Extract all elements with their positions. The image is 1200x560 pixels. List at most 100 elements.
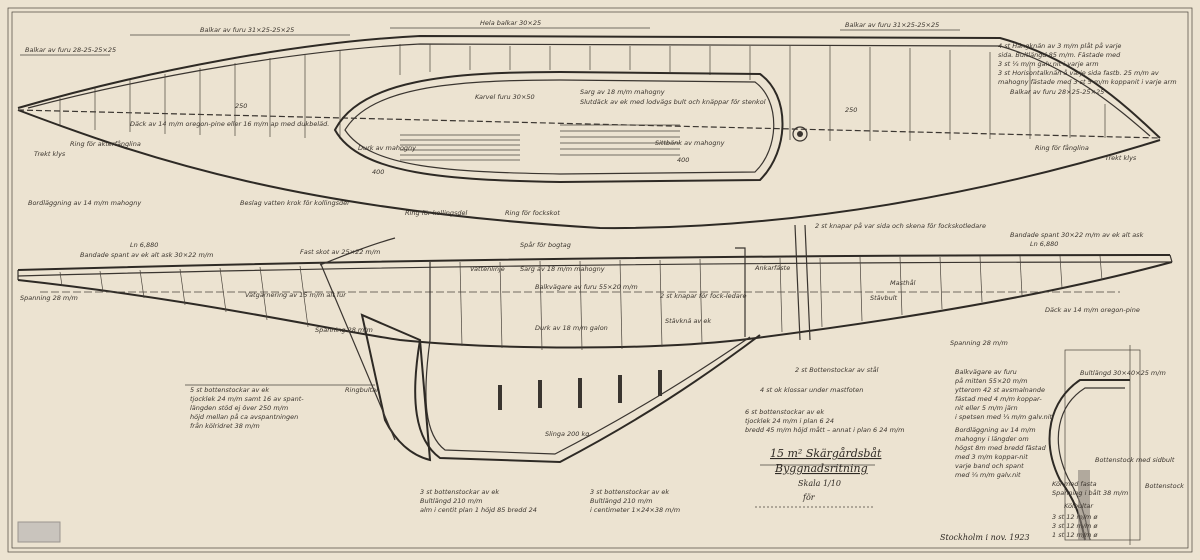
archive-stamp: [17, 521, 61, 543]
label-coaming: Sarg av 18 m/m mahogny: [580, 88, 665, 96]
mast-hole: [792, 126, 808, 142]
drawing-title: 15 m² Skärgårdsbåt: [770, 447, 882, 460]
annotation-text: Ln 6,880: [1030, 240, 1058, 248]
section-keel: [1078, 470, 1090, 540]
annotation-text: Bordläggning av 14 m/m: [955, 426, 1036, 434]
notes: 5 st bottenstockar av ek tjocklek 24 m/m…: [185, 306, 1184, 539]
annotation-text: fästad med 4 m/m koppar-: [955, 395, 1042, 403]
annotation-text: 3 st bottenstockar av ek: [590, 488, 669, 496]
drawing-border: [7, 7, 1193, 553]
annotation-text: Balkvägare av furu 55×20 m/m: [535, 283, 638, 291]
annotation-text: 6 st bottenstockar av ek: [745, 408, 824, 416]
annotation-text: Stävbult: [870, 294, 898, 302]
label-beams-fwd: Balkar av furu 31×25-25×25: [845, 21, 939, 29]
annotation-text: Sarg av 18 m/m mahogny: [520, 265, 605, 273]
annotation-text: högst 8m med bredd fästad: [955, 444, 1047, 452]
annotation-text: Bandade spant 30×22 m/m av ek alt ask: [1010, 231, 1144, 239]
annotation-text: Bandade spant av ek alt ask 30×22 m/m: [80, 251, 213, 259]
annotation-text: Vattenlinje: [470, 265, 505, 273]
annotation-text: 3 st Horisontalknän å varje sida fastb. …: [998, 68, 1159, 77]
annotation-text: i centimeter 1×24×38 m/m: [590, 506, 680, 514]
label-aft-chock: Trekt klys: [34, 150, 66, 158]
drawing-subtitle: Byggnadsritning: [774, 462, 868, 475]
label-hook: Beslag vatten krok för kollingsdel: [240, 199, 349, 207]
annotation-text: Bultlängd 210 m/m: [420, 497, 483, 505]
annotation-text: Bultlängd 30×40×25 m/m: [1080, 369, 1166, 377]
annotation-text: Vätgarnering av 15 m/m alt fur: [245, 291, 347, 299]
annotation-text: varje band och spant: [955, 462, 1024, 470]
annotation-text: 2 st knapar för fock-ledare: [660, 292, 746, 300]
annotation-text: Balkar av furu 28×25-25×25: [1010, 88, 1104, 96]
annotation-text: Bultlängd 210 m/m: [590, 497, 653, 505]
deck-outline-top: [17, 34, 1161, 139]
annotation-text: med ¼ m/m galv.nit: [955, 471, 1021, 479]
drawing-scale: Skala 1/10: [798, 479, 841, 488]
annotation-text: nit eller 5 m/m järn: [955, 404, 1018, 412]
annotation-text: 250: [845, 106, 857, 114]
annotation-text: tjocklek 24 m/m samt 16 av spant-: [190, 395, 304, 403]
annotation-text: längden stöd ej över 250 m/m: [190, 404, 288, 412]
annotation-text: Masthål: [890, 278, 916, 287]
annotation-text: 4 st Hängknän av 3 m/m plåt på varje: [998, 41, 1121, 50]
title-block: 15 m² Skärgårdsbåt Byggnadsritning Skala…: [755, 447, 1030, 542]
annotation-text: 4 st ok klossar under mastfoten: [760, 386, 863, 394]
annotation-text: 250: [235, 102, 247, 110]
annotation-text: bredd 45 m/m höjd mått – annat i plan 6 …: [745, 425, 904, 434]
annotation-text: i spetsen med ¼ m/m galv.nit: [955, 413, 1053, 421]
annotation-text: Köl med fasta: [1052, 480, 1097, 488]
annotation-text: Slinga 200 kg: [545, 430, 589, 438]
annotation-text: på mitten 55×20 m/m: [954, 376, 1028, 385]
deck-plan-labels: Balkar av furu 28-25-25×25 Balkar av fur…: [25, 19, 1137, 217]
annotation-text: Bottenstock med sidbult: [1095, 456, 1175, 464]
label-full-beams: Hela balkar 30×25: [480, 19, 541, 27]
rudder: [360, 313, 432, 462]
annotation-text: Spanning i bålt 38 m/m: [1052, 488, 1128, 497]
annotation-text: med 3 m/m koppar-nit: [955, 453, 1028, 461]
annotation-text: 3 st 12 m/m ø: [1052, 513, 1098, 521]
annotation-text: ytterom 42 st avsmalnande: [954, 386, 1045, 394]
annotation-text: Ln 6,880: [130, 241, 158, 249]
label-clamp: Slutdäck av ek med lodvägs bult och knäp…: [580, 98, 766, 106]
annotation-text: 3 st bottenstockar av ek: [420, 488, 499, 496]
annotation-text: Ringbultar: [345, 386, 380, 394]
keel: [414, 334, 761, 464]
label-beams-aft: Balkar av furu 28-25-25×25: [25, 46, 116, 54]
profile-view: [17, 224, 1173, 464]
annotation-text: sida. Bultlängd 85 m/m. Fästade med: [998, 51, 1121, 59]
label-bench: Sittbänk av mahogny: [655, 139, 725, 147]
annotation-text: mahogny fästade med 3 st 5 m/m koppanit …: [998, 78, 1177, 86]
label-deck: Däck av 14 m/m oregon-pine eller 16 m/m …: [130, 120, 329, 128]
annotation-text: 400: [677, 156, 689, 164]
signature: Stockholm i nov. 1923: [940, 533, 1030, 542]
hull-bottom: [17, 261, 1173, 349]
annotation-text: 1 st 12 m/m ø: [1052, 531, 1098, 539]
annotation-text: Ankarfäste: [754, 264, 790, 272]
profile-labels: Bandade spant av ek alt ask 30×22 m/m Ln…: [20, 221, 1144, 438]
annotation-text: 2 st Bottenstockar av stål: [795, 365, 879, 374]
label-fwd-chock: Trekt klys: [1105, 154, 1137, 162]
annotation-text: alm i centit plan 1 höjd 85 bredd 24: [420, 506, 537, 514]
annotation-text: mahogny i längder om: [955, 435, 1029, 443]
label-aft-ring: Ring för akterfånglina: [70, 139, 141, 148]
annotation-text: Spanning 28 m/m: [950, 339, 1008, 347]
annotation-text: tjocklek 24 m/m i plan 6 24: [745, 417, 834, 425]
label-fwd-ring: Ring för fånglina: [1035, 143, 1089, 152]
annotation-text: Spanning 28 m/m: [315, 326, 373, 334]
deck-plan: [17, 27, 1161, 230]
sheer-line: [17, 254, 1171, 271]
drawing-border-inner: [11, 11, 1189, 549]
annotation-text: Kölbultar: [1064, 502, 1094, 510]
annotation-text: Balkvägare av furu: [955, 368, 1017, 376]
annotation-text: Spår för bogtag: [520, 240, 571, 249]
annotation-text: Däck av 14 m/m oregon-pine: [1045, 306, 1140, 314]
annotation-text: 400: [372, 168, 384, 176]
annotation-text: för: [802, 493, 816, 502]
annotation-text: 2 st knapar på var sida och skena för fo…: [815, 221, 986, 230]
hanging-knees-note: 4 st Hängknän av 3 m/m plåt på varje sid…: [998, 41, 1177, 96]
label-floorboards: Durk av mahogny: [358, 144, 416, 152]
annotation-text: 5 st bottenstockar av ek: [190, 386, 269, 394]
keel-bolt-table: Köl med fasta Spanning i bålt 38 m/m Köl…: [1052, 480, 1128, 539]
annotation-text: 3 st 12 m/m ø: [1052, 522, 1098, 530]
annotation-text: Fast skot av 25×22 m/m: [300, 248, 380, 256]
